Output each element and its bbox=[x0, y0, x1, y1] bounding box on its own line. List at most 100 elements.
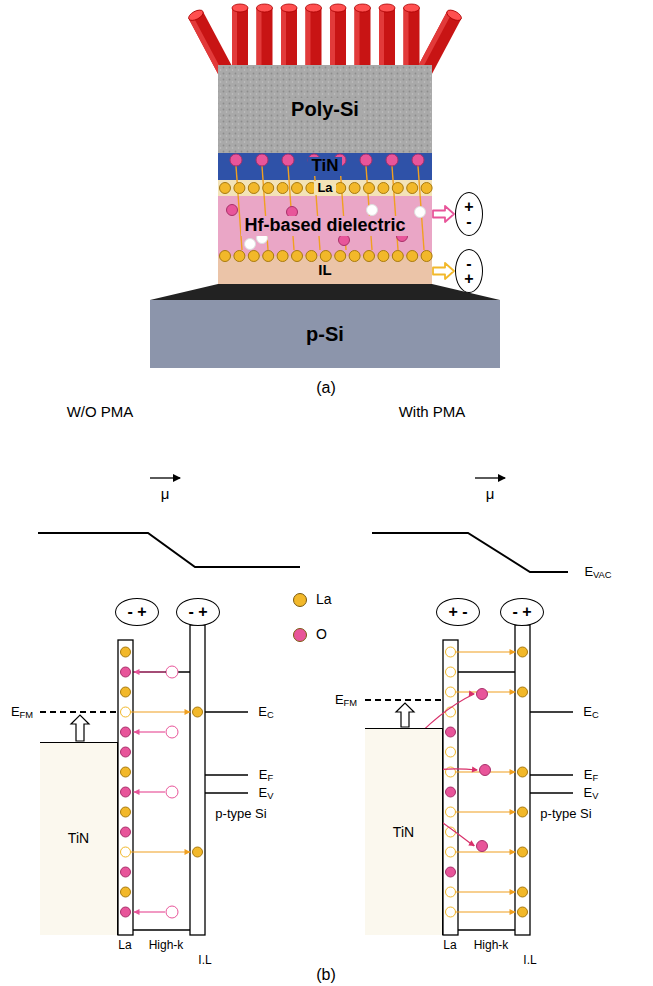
valence-band bbox=[530, 792, 573, 794]
shift-arrow bbox=[71, 715, 89, 741]
charge-sign: + - bbox=[448, 603, 467, 621]
rod-body bbox=[330, 8, 346, 70]
dipole-oval: - + bbox=[115, 598, 159, 626]
o-atom bbox=[446, 787, 456, 797]
atom bbox=[392, 251, 403, 262]
atom bbox=[277, 183, 288, 194]
gate-rod bbox=[418, 8, 463, 74]
atom bbox=[220, 183, 231, 194]
gate-rod bbox=[404, 4, 420, 70]
high-k-edge bbox=[133, 929, 190, 930]
vacancy bbox=[446, 687, 456, 697]
atom bbox=[248, 251, 259, 262]
rod-top bbox=[232, 4, 248, 12]
atom bbox=[308, 154, 320, 166]
energy-level-label: EFM bbox=[335, 693, 357, 707]
text-label: I.L bbox=[523, 954, 536, 967]
vacancy bbox=[446, 807, 456, 817]
vacancy bbox=[446, 707, 456, 717]
bond-line bbox=[288, 166, 294, 250]
atom bbox=[407, 251, 418, 262]
bond-line bbox=[236, 166, 242, 250]
text-label: With PMA bbox=[399, 404, 466, 421]
dipole-oval: - + bbox=[176, 598, 220, 626]
energy-level-label: EC bbox=[583, 705, 598, 719]
gate-rod bbox=[187, 8, 232, 74]
layer-label: TiN bbox=[393, 825, 414, 840]
atom bbox=[230, 154, 242, 166]
energy-level-label: EC bbox=[258, 705, 273, 719]
la-atom bbox=[193, 707, 203, 717]
atom bbox=[287, 207, 298, 218]
dipole-oval: - + bbox=[455, 249, 483, 293]
o-atom bbox=[121, 787, 131, 797]
atom bbox=[121, 747, 131, 757]
arrowhead bbox=[134, 789, 140, 795]
metal-block: TiN bbox=[365, 728, 443, 935]
arrowhead bbox=[134, 669, 140, 675]
vacancy bbox=[446, 907, 456, 917]
bond-line bbox=[314, 166, 320, 250]
atom bbox=[282, 154, 294, 166]
o-atom bbox=[480, 765, 491, 776]
gate-rod bbox=[330, 4, 346, 70]
rod-body bbox=[355, 8, 371, 70]
arrowhead bbox=[510, 889, 516, 895]
o-atom bbox=[446, 727, 456, 737]
atom bbox=[421, 183, 432, 194]
arrowhead bbox=[185, 709, 191, 715]
text-label: W/O PMA bbox=[67, 404, 134, 421]
la-atom bbox=[518, 807, 528, 817]
legend-swatch bbox=[293, 628, 307, 642]
atom bbox=[121, 647, 131, 657]
metal-block: TiN bbox=[40, 742, 118, 935]
la-layer bbox=[118, 640, 133, 935]
rod-highlight bbox=[330, 8, 335, 70]
atom bbox=[339, 235, 350, 246]
rod-highlight bbox=[257, 8, 262, 70]
rod-body bbox=[379, 8, 395, 70]
rod-group bbox=[187, 4, 463, 74]
atom bbox=[257, 233, 268, 244]
rod-body bbox=[281, 8, 297, 70]
o-atom bbox=[446, 867, 456, 877]
rod-top bbox=[379, 4, 395, 12]
layer-band: Hf-based dielectric bbox=[218, 196, 432, 256]
atom bbox=[320, 251, 331, 262]
text-label: p-type Si bbox=[540, 807, 591, 821]
vacancy bbox=[121, 707, 131, 717]
rod-highlight bbox=[404, 8, 409, 70]
atom bbox=[349, 251, 360, 262]
atom bbox=[121, 767, 131, 777]
arrowhead bbox=[472, 766, 478, 772]
charge-sign: + - bbox=[463, 199, 476, 229]
la-layer bbox=[443, 640, 458, 935]
vacancy bbox=[446, 887, 456, 897]
la-migration bbox=[131, 711, 191, 712]
rod-body bbox=[257, 8, 273, 70]
o-atom bbox=[477, 841, 488, 852]
o-atom bbox=[121, 727, 131, 737]
layer-label: Poly-Si bbox=[288, 98, 362, 120]
arrowhead bbox=[510, 849, 516, 855]
atom bbox=[421, 251, 432, 262]
dipole-arrow bbox=[475, 477, 505, 478]
bond-line bbox=[366, 166, 372, 250]
bond-line bbox=[340, 166, 346, 250]
energy-level-label: EV bbox=[584, 786, 599, 800]
atom bbox=[412, 154, 424, 166]
atom bbox=[335, 183, 346, 194]
atom bbox=[263, 251, 274, 262]
fermi-level bbox=[205, 774, 248, 776]
atom bbox=[227, 205, 238, 216]
layer-label: TiN bbox=[68, 831, 89, 846]
gate-rod bbox=[379, 4, 395, 70]
atom bbox=[220, 251, 231, 262]
rod-top bbox=[404, 4, 420, 12]
dipole-arrow bbox=[433, 206, 454, 222]
rod-body bbox=[306, 8, 322, 70]
layer-band: IL bbox=[218, 256, 432, 284]
layer-label: Hf-based dielectric bbox=[241, 216, 408, 236]
la-atom bbox=[193, 847, 203, 857]
